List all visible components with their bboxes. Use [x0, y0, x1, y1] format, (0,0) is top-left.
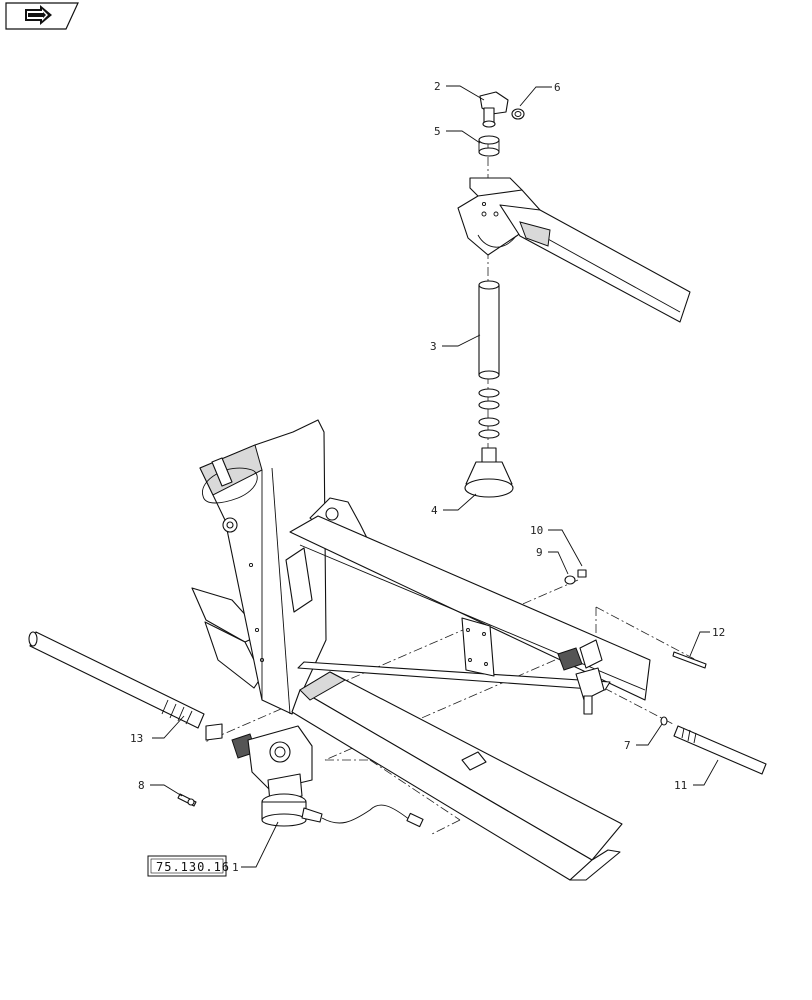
upper-arm-assembly: [457, 177, 691, 323]
elbow-fitting: [479, 91, 509, 128]
main-frame: [191, 419, 651, 881]
reference-label: 75.130.16: [156, 860, 230, 874]
callout-labels: 1 2 3 4 5 6 7 8 9 10 11 12 13: [130, 80, 725, 874]
tube: [478, 280, 500, 380]
rubber-boot: [464, 447, 514, 498]
bolt: [177, 793, 197, 807]
callout-12: 12: [712, 626, 725, 639]
cap-nut: [511, 108, 525, 120]
drive-shaft-left: [28, 631, 223, 741]
callout-1: 1: [232, 861, 239, 874]
forward-arrow-icon: [25, 5, 52, 25]
callout-3: 3: [430, 340, 437, 353]
gearbox: [231, 725, 424, 828]
callout-2: 2: [434, 80, 441, 93]
navigation-button[interactable]: [5, 2, 79, 30]
callout-5: 5: [434, 125, 441, 138]
callout-11: 11: [674, 779, 687, 792]
callout-9: 9: [536, 546, 543, 559]
callout-6: 6: [554, 81, 561, 94]
pin: [672, 651, 707, 669]
callout-8: 8: [138, 779, 145, 792]
hose-clamp-lower: [478, 388, 500, 439]
callout-7: 7: [624, 739, 631, 752]
callout-13: 13: [130, 732, 143, 745]
leader-lines: [150, 85, 719, 868]
clip: [660, 716, 668, 726]
drive-shaft-right: [673, 725, 767, 775]
reference-link[interactable]: 75.130.16: [147, 855, 230, 877]
callout-10: 10: [530, 524, 543, 537]
callout-4: 4: [431, 504, 438, 517]
washer-and-bolt: [564, 569, 587, 585]
hose-clamp-upper: [478, 135, 500, 157]
